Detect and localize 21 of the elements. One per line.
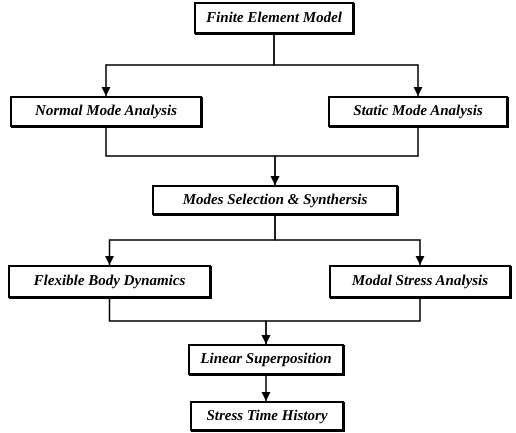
arrow — [274, 215, 424, 265]
box-label: Normal Mode Analysis — [35, 104, 177, 119]
arrow — [262, 298, 421, 344]
process-box — [329, 265, 511, 298]
process-box — [8, 265, 211, 298]
box-label: Stress Time History — [206, 408, 328, 424]
process-box — [10, 96, 202, 127]
box-label: Linear Superposition — [200, 352, 332, 367]
box-label: Finite Element Model — [206, 10, 342, 26]
process-box — [328, 96, 508, 127]
box-label: Modal Stress Analysis — [352, 274, 488, 289]
arrow — [273, 34, 422, 96]
process-box — [188, 344, 344, 375]
process-box — [190, 401, 344, 431]
arrow — [262, 375, 270, 401]
box-label: Modes Selection & Synthersis — [182, 192, 368, 208]
box-label: Static Mode Analysis — [353, 104, 483, 119]
process-box — [194, 2, 354, 34]
box-label: Flexible Body Dynamics — [34, 274, 186, 289]
arrow — [270, 127, 419, 185]
process-box — [152, 185, 398, 215]
